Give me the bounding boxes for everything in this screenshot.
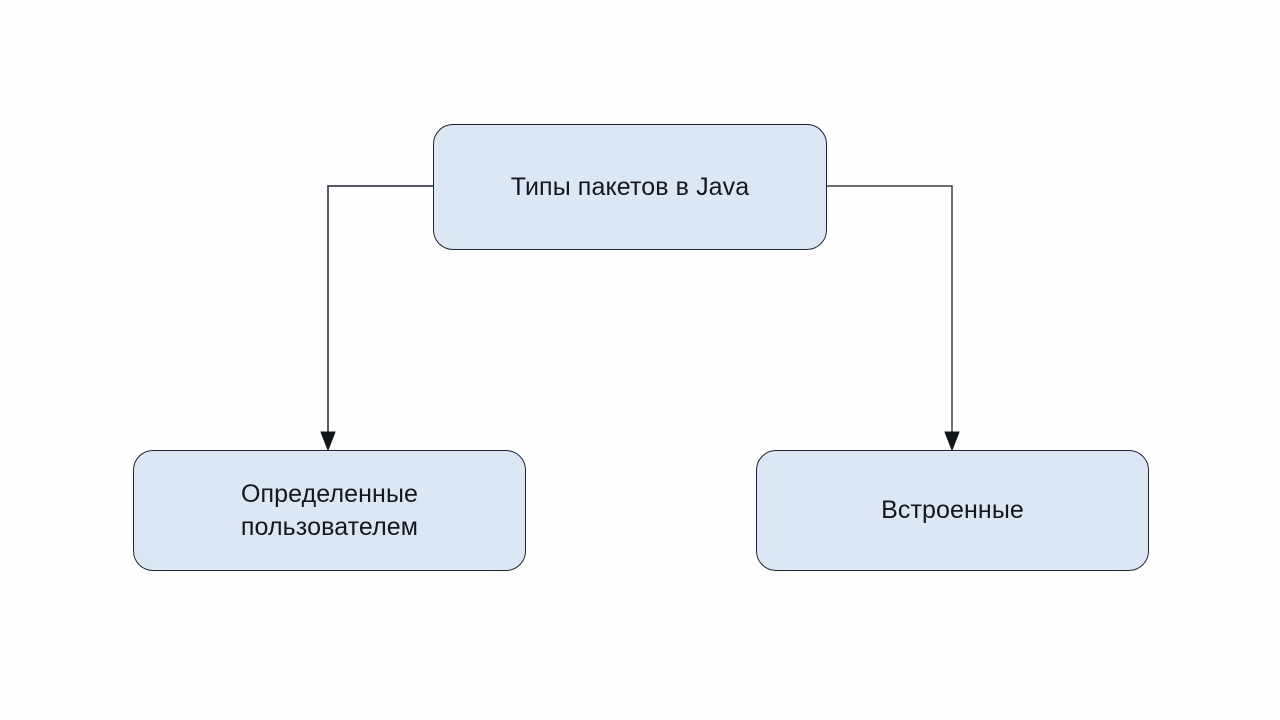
connector-root-to-user-defined (320, 185, 433, 452)
node-root[interactable]: Типы пакетов в Java (433, 124, 827, 250)
connector-line-left (327, 185, 433, 441)
node-root-label: Типы пакетов в Java (510, 172, 750, 201)
arrowhead-down-icon-right (944, 431, 960, 452)
node-builtin[interactable]: Встроенные (756, 450, 1149, 571)
node-user-defined[interactable]: Определенные пользователем (133, 450, 526, 571)
node-builtin-label: Встроенные (881, 496, 1024, 524)
node-user-defined-label: Определенные пользователем (240, 479, 419, 541)
arrowhead-down-icon-left (320, 431, 336, 452)
connector-root-to-builtin (827, 185, 960, 452)
connector-line-right (827, 185, 953, 441)
